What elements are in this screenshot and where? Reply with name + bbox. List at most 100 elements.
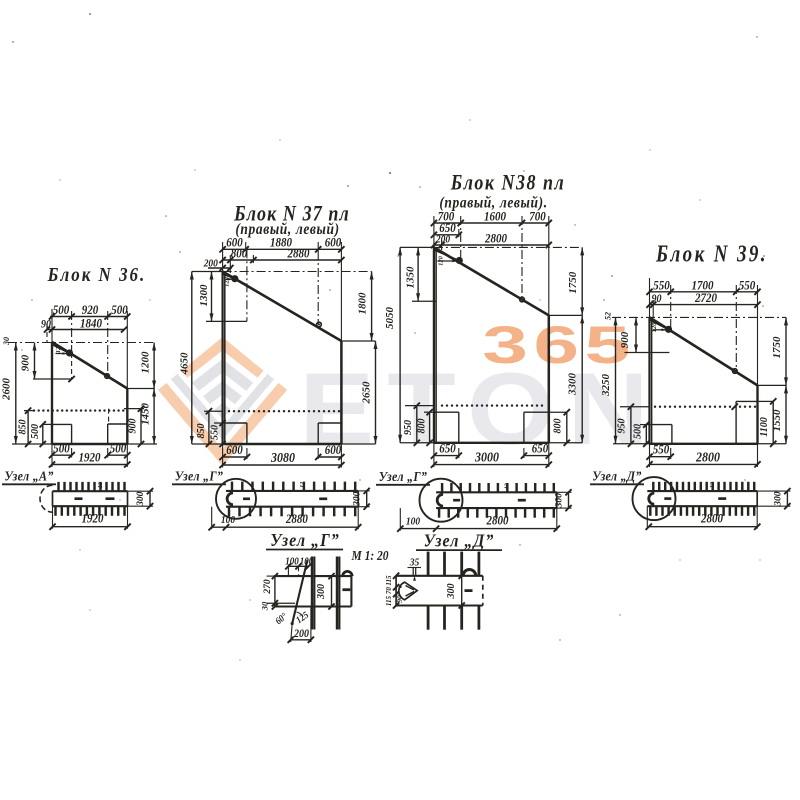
svg-text:300: 300 xyxy=(353,491,363,507)
svg-text:300: 300 xyxy=(555,493,565,509)
svg-text:5050: 5050 xyxy=(384,307,396,330)
svg-text:2800: 2800 xyxy=(486,513,509,528)
svg-text:1200: 1200 xyxy=(139,351,151,374)
svg-text:1750: 1750 xyxy=(567,271,579,294)
svg-text:Блок N 37 пл: Блок N 37 пл xyxy=(233,202,350,226)
svg-text:Блок N38 пл: Блок N38 пл xyxy=(450,171,565,195)
svg-text:2880: 2880 xyxy=(285,511,308,526)
svg-text:115: 115 xyxy=(385,595,393,606)
svg-text:1300: 1300 xyxy=(198,284,210,307)
svg-text:500: 500 xyxy=(111,302,128,317)
svg-text:950: 950 xyxy=(617,419,628,434)
svg-text:ETON: ETON xyxy=(299,352,661,466)
svg-text:(правый, левый).: (правый, левый). xyxy=(439,195,547,212)
svg-text:120: 120 xyxy=(438,255,445,266)
svg-text:600: 600 xyxy=(226,442,243,457)
svg-text:1920: 1920 xyxy=(79,450,101,465)
svg-text:12: 12 xyxy=(504,483,510,489)
svg-text:650: 650 xyxy=(439,220,456,235)
svg-text:100: 100 xyxy=(221,515,235,527)
svg-text:1880: 1880 xyxy=(270,235,292,250)
svg-text:550: 550 xyxy=(653,442,670,457)
svg-text:Узел „Г”: Узел „Г” xyxy=(270,530,339,550)
svg-text:12: 12 xyxy=(98,482,104,488)
svg-text:300: 300 xyxy=(773,491,783,507)
svg-text:600: 600 xyxy=(325,235,342,250)
svg-text:800: 800 xyxy=(552,419,563,434)
svg-text:Узел „Г”: Узел „Г” xyxy=(175,468,224,484)
svg-text:12: 12 xyxy=(710,482,716,488)
svg-text:2600: 2600 xyxy=(1,378,13,402)
svg-text:90: 90 xyxy=(41,318,52,331)
svg-text:365: 365 xyxy=(482,315,635,375)
svg-text:30: 30 xyxy=(2,337,11,346)
svg-text:500: 500 xyxy=(53,441,70,456)
svg-text:2650: 2650 xyxy=(360,381,372,405)
svg-text:1700: 1700 xyxy=(692,278,714,293)
svg-text:850: 850 xyxy=(196,424,207,439)
svg-text:35: 35 xyxy=(409,557,419,569)
svg-text:600: 600 xyxy=(325,442,342,457)
svg-text:2800: 2800 xyxy=(700,511,723,526)
svg-text:Узел „Г”: Узел „Г” xyxy=(379,468,428,484)
svg-text:100: 100 xyxy=(285,556,299,568)
svg-text:900: 900 xyxy=(619,331,631,348)
svg-text:200: 200 xyxy=(435,234,450,246)
svg-text:100: 100 xyxy=(406,516,420,528)
svg-text:115: 115 xyxy=(385,575,393,586)
svg-text:1350: 1350 xyxy=(405,266,417,289)
svg-text:200: 200 xyxy=(203,258,218,270)
svg-text:500: 500 xyxy=(30,424,41,439)
svg-text:2800: 2800 xyxy=(484,231,507,246)
svg-text:120: 120 xyxy=(224,276,231,287)
svg-text:12: 12 xyxy=(300,482,306,488)
svg-text:500: 500 xyxy=(53,302,70,317)
svg-text:2720: 2720 xyxy=(694,290,717,305)
svg-text:700: 700 xyxy=(529,209,546,224)
svg-text:4650: 4650 xyxy=(179,352,191,376)
svg-text:30: 30 xyxy=(260,601,270,611)
svg-text:800: 800 xyxy=(416,419,427,434)
svg-text:90°: 90° xyxy=(395,592,404,603)
svg-text:90: 90 xyxy=(652,292,663,305)
svg-text:200: 200 xyxy=(293,627,309,640)
svg-text:650: 650 xyxy=(439,441,456,456)
svg-text:850: 850 xyxy=(18,420,29,435)
svg-text:100: 100 xyxy=(300,556,314,568)
svg-text:52: 52 xyxy=(604,312,613,320)
svg-text:3080: 3080 xyxy=(270,449,295,465)
svg-text:Узел „А”: Узел „А” xyxy=(4,468,53,484)
svg-text:500: 500 xyxy=(633,424,644,439)
svg-text:500: 500 xyxy=(110,441,127,456)
svg-text:1100: 1100 xyxy=(759,417,770,436)
svg-text:550: 550 xyxy=(739,278,756,293)
svg-text:120: 120 xyxy=(651,322,658,333)
svg-text:700: 700 xyxy=(438,209,455,224)
svg-text:900: 900 xyxy=(20,354,32,371)
svg-text:1600: 1600 xyxy=(484,209,506,224)
svg-text:920: 920 xyxy=(82,302,99,317)
svg-text:12: 12 xyxy=(55,346,62,353)
svg-text:М 1: 20: М 1: 20 xyxy=(351,548,389,563)
svg-text:(правый, левый): (правый, левый) xyxy=(235,221,339,238)
svg-text:550: 550 xyxy=(210,425,221,440)
svg-text:Узел „Д”: Узел „Д” xyxy=(424,530,495,550)
svg-text:950: 950 xyxy=(403,420,414,435)
svg-text:Блок N 36.: Блок N 36. xyxy=(47,264,147,287)
svg-text:2800: 2800 xyxy=(695,448,720,464)
svg-text:300: 300 xyxy=(446,584,457,600)
svg-text:70: 70 xyxy=(385,587,393,595)
svg-text:3250: 3250 xyxy=(600,374,612,398)
svg-text:650: 650 xyxy=(532,441,549,456)
svg-text:2880: 2880 xyxy=(287,246,310,261)
svg-text:3000: 3000 xyxy=(474,448,499,464)
svg-text:300: 300 xyxy=(136,491,146,507)
svg-text:900: 900 xyxy=(127,419,138,434)
svg-text:1800: 1800 xyxy=(356,292,368,315)
svg-text:550: 550 xyxy=(653,278,670,293)
svg-text:Блок N 39.: Блок N 39. xyxy=(655,241,768,268)
svg-text:1750: 1750 xyxy=(771,336,783,359)
svg-text:Узел „Д”: Узел „Д” xyxy=(592,468,642,484)
svg-text:1920: 1920 xyxy=(82,511,104,526)
svg-text:1840: 1840 xyxy=(80,316,102,331)
